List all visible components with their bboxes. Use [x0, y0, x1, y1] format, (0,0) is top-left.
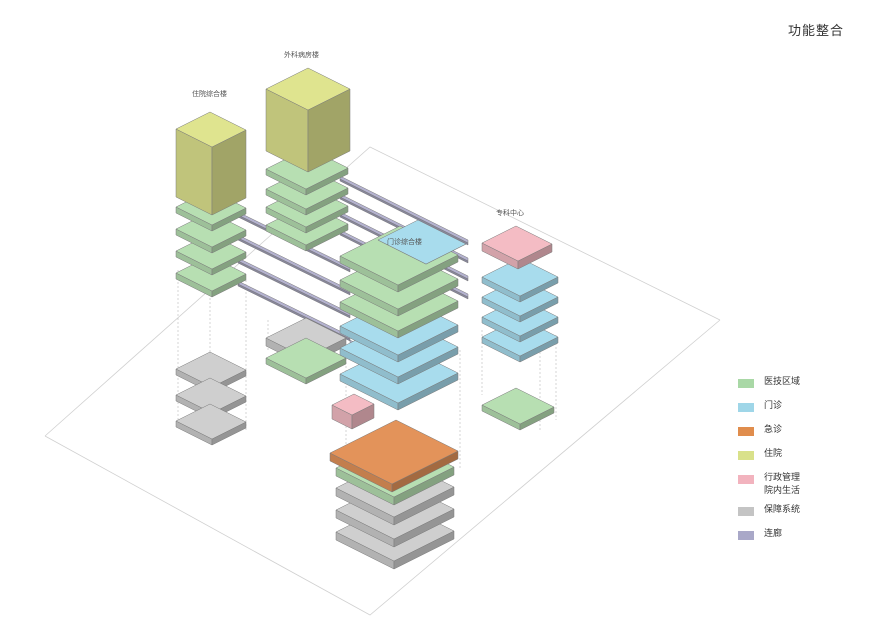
legend: 医技区域 门诊 急诊 住院 行政管理 院内生活 保障系统 连廊 — [738, 376, 868, 552]
spec-floor-2-top — [481, 257, 559, 297]
legend-label: 行政管理 院内生活 — [764, 473, 801, 496]
legend-label: 连廊 — [764, 529, 783, 539]
left-support-3-top — [175, 403, 247, 440]
mid-low-floor-top — [265, 337, 347, 379]
spec-admin-top — [481, 225, 553, 262]
legend-label: 医技区域 — [764, 377, 801, 387]
low-emergency-top — [329, 419, 459, 485]
legend-admin: 行政管理 院内生活 — [738, 472, 868, 498]
label-ward-tower-mid: 外科病房楼 — [284, 51, 319, 59]
legend-support: 保障系统 — [738, 504, 868, 522]
legend-corridor: 连廊 — [738, 528, 868, 546]
legend-label: 保障系统 — [764, 505, 801, 515]
legend-swatch — [738, 427, 754, 436]
low-admin-top — [331, 393, 375, 416]
legend-outpatient: 门诊 — [738, 400, 868, 418]
page-title: 功能整合 — [788, 24, 845, 39]
corridor-mid-0-edge — [339, 178, 469, 246]
legend-medtech: 医技区域 — [738, 376, 868, 394]
out-top-overlay-top — [377, 219, 467, 265]
label-outpatient: 门诊综合楼 — [387, 238, 422, 246]
legend-swatch — [738, 379, 754, 388]
legend-label: 门诊 — [764, 401, 783, 411]
legend-swatch — [738, 531, 754, 540]
label-ward-tower-left: 住院综合楼 — [192, 90, 227, 98]
mid-ward-tower-top — [265, 67, 351, 111]
spec-ground-top — [481, 387, 555, 425]
legend-swatch — [738, 507, 754, 516]
legend-swatch — [738, 403, 754, 412]
legend-inpatient: 住院 — [738, 448, 868, 466]
left-ward-tower-top — [175, 111, 247, 148]
legend-label: 急诊 — [764, 425, 783, 435]
legend-label: 住院 — [764, 449, 783, 459]
legend-emergency: 急诊 — [738, 424, 868, 442]
label-special-center: 专科中心 — [496, 209, 524, 217]
legend-swatch — [738, 451, 754, 460]
site-outline — [44, 146, 721, 616]
legend-swatch — [738, 475, 754, 484]
corridor-left-2-edge — [237, 260, 351, 319]
